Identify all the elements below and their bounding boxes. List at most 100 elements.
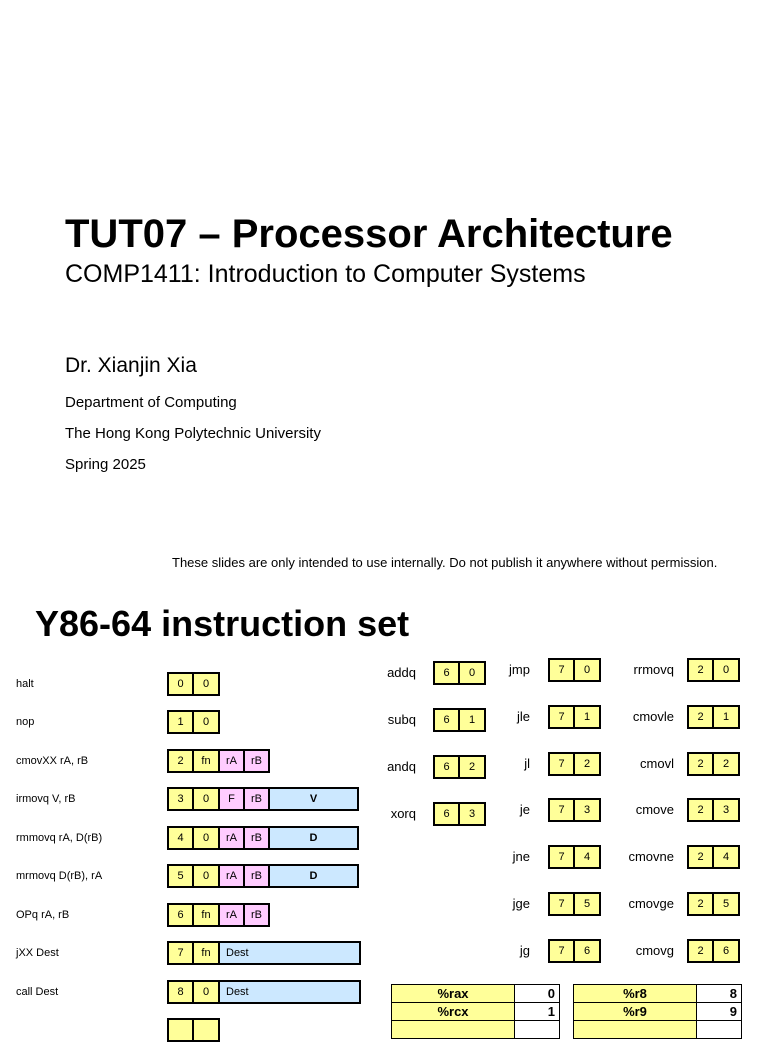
encoding-field: 2 [459, 755, 486, 779]
function-label: andq [387, 759, 416, 774]
encoding-field: fn [193, 941, 220, 965]
encoding-field: 0 [193, 864, 220, 888]
table-row: %rax 0 [391, 984, 560, 1003]
encoding-field: 0 [713, 658, 740, 682]
instruction-label: rmmovq rA, D(rB) [16, 832, 103, 844]
encoding-field: 6 [713, 939, 740, 963]
encoding-field: V [269, 787, 359, 811]
function-label: jne [512, 849, 530, 864]
author-name: Dr. Xianjin Xia [65, 354, 197, 377]
function-label: cmovle [632, 709, 674, 724]
register-table-right: %r8 8 %r9 9 [573, 984, 742, 1039]
instruction-label: cmovXX rA, rB [16, 755, 89, 767]
encoding-field: 0 [167, 672, 194, 696]
university: The Hong Kong Polytechnic University [65, 425, 321, 442]
encoding-field: 7 [548, 939, 575, 963]
encoding-field: 0 [574, 658, 601, 682]
encoding-field: 7 [548, 705, 575, 729]
register-table-left: %rax 0 %rcx 1 [391, 984, 560, 1039]
instruction-label: mrmovq D(rB), rA [16, 870, 103, 882]
encoding-field: Dest [219, 980, 361, 1004]
encoding-field: 0 [193, 980, 220, 1004]
encoding-field: rB [244, 826, 270, 850]
encoding-field: 2 [687, 845, 714, 869]
encoding-field: fn [193, 903, 220, 927]
register-name: %rcx [391, 1002, 515, 1021]
register-id: 9 [696, 1002, 742, 1021]
instruction-label: jXX Dest [16, 947, 59, 959]
instruction-label: nop [16, 716, 35, 728]
encoding-field: 4 [167, 826, 194, 850]
encoding-field: 0 [193, 826, 220, 850]
encoding-field: 1 [713, 705, 740, 729]
encoding-field: 5 [167, 864, 194, 888]
encoding-field: 7 [548, 752, 575, 776]
encoding-field: F [219, 787, 245, 811]
encoding-field: 6 [433, 802, 460, 826]
encoding-field: 7 [167, 941, 194, 965]
function-label: jmp [509, 662, 530, 677]
encoding-field: 6 [167, 903, 194, 927]
encoding-field: 2 [687, 752, 714, 776]
register-name: %r8 [573, 984, 697, 1003]
encoding-field: 4 [574, 845, 601, 869]
function-label: cmovge [628, 896, 674, 911]
instruction-set-title: Y86-64 instruction set [35, 603, 410, 644]
encoding-field: rA [219, 903, 245, 927]
encoding-field: 1 [459, 708, 486, 732]
encoding-field: 3 [459, 802, 486, 826]
encoding-field: 0 [193, 672, 220, 696]
encoding-field: fn [193, 749, 220, 773]
encoding-field: 3 [167, 787, 194, 811]
encoding-field: 2 [687, 939, 714, 963]
encoding-field: rA [219, 826, 245, 850]
table-row: %rcx 1 [391, 1002, 560, 1021]
slide-subtitle: COMP1411: Introduction to Computer Syste… [65, 260, 586, 288]
encoding-field [193, 1018, 220, 1042]
encoding-field: 7 [548, 798, 575, 822]
function-label: xorq [390, 806, 416, 821]
function-label: je [519, 802, 530, 817]
encoding-field: 5 [713, 892, 740, 916]
encoding-field [167, 1018, 194, 1042]
encoding-field: rB [244, 903, 270, 927]
encoding-field: 7 [548, 845, 575, 869]
encoding-field: 5 [574, 892, 601, 916]
encoding-field: 2 [687, 892, 714, 916]
register-name: %rax [391, 984, 515, 1003]
encoding-field: 2 [574, 752, 601, 776]
encoding-field: 3 [713, 798, 740, 822]
function-label: jle [516, 709, 530, 724]
encoding-field: 6 [433, 755, 460, 779]
encoding-field: D [269, 826, 359, 850]
encoding-field: rB [244, 749, 270, 773]
function-label: cmovg [635, 943, 674, 958]
encoding-field: 2 [687, 658, 714, 682]
encoding-field: D [269, 864, 359, 888]
instruction-label: halt [16, 678, 34, 690]
encoding-field: 0 [459, 661, 486, 685]
function-label: jge [512, 896, 530, 911]
encoding-field: 0 [193, 710, 220, 734]
function-label: rrmovq [633, 662, 674, 677]
function-label: jl [524, 756, 530, 771]
instruction-label: irmovq V, rB [16, 793, 76, 805]
function-label: addq [387, 665, 416, 680]
